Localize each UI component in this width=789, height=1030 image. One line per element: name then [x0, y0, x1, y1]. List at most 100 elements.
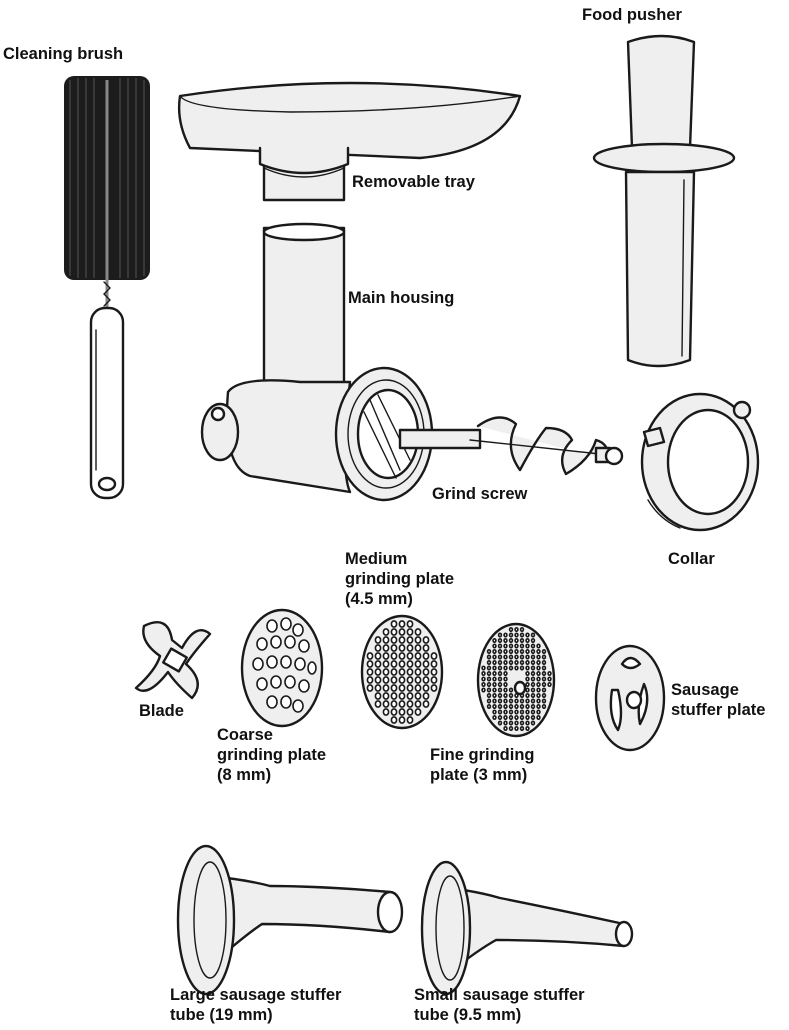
- label-collar: Collar: [668, 550, 715, 568]
- plate-hole: [492, 692, 497, 698]
- plate-hole: [481, 670, 486, 676]
- plate-hole: [503, 725, 508, 731]
- collar-drawing: [640, 392, 760, 532]
- plate-hole: [530, 637, 536, 643]
- plate-hole: [486, 654, 492, 660]
- plate-hole: [514, 703, 519, 709]
- plate-hole: [398, 668, 406, 676]
- plate-hole: [530, 720, 536, 726]
- plate-hole: [541, 692, 547, 698]
- plate-hole: [525, 703, 530, 709]
- plate-hole: [530, 665, 536, 671]
- plate-hole: [497, 632, 503, 638]
- plate-hole: [525, 725, 530, 731]
- plate-hole: [390, 692, 398, 700]
- plate-hole: [492, 648, 497, 654]
- plate-hole: [398, 652, 406, 660]
- housing-hub: [200, 402, 240, 462]
- plate-hole: [514, 632, 519, 638]
- plate-hole: [514, 659, 519, 665]
- plate-hole: [519, 643, 525, 649]
- plate-hole: [492, 659, 497, 665]
- plate-hole: [541, 665, 547, 671]
- label-coarse-line-2: grinding plate: [217, 746, 327, 764]
- label-small-tube-line-2: tube (9.5 mm): [414, 1006, 522, 1024]
- plate-hole: [525, 698, 530, 704]
- plate-hole: [398, 644, 406, 652]
- large-tube-flange: [176, 844, 236, 996]
- plate-hole: [374, 668, 382, 676]
- plate-hole: [536, 654, 541, 660]
- plate-hole: [497, 659, 503, 665]
- plate-hole: [382, 660, 390, 668]
- plate-hole: [406, 684, 414, 692]
- plate-hole: [486, 692, 492, 698]
- small-tube-body: [448, 886, 626, 974]
- plate-hole: [519, 637, 525, 643]
- label-removable-tray: Removable tray: [352, 173, 475, 191]
- plate-hole: [508, 687, 514, 693]
- plate-hole: [519, 665, 525, 671]
- plate-hole: [486, 676, 492, 682]
- sausage-plate-center: [625, 690, 643, 710]
- plate-hole: [525, 687, 530, 693]
- pusher-flange: [592, 142, 736, 174]
- plate-hole: [508, 709, 514, 715]
- plate-hole: [492, 681, 497, 687]
- plate-hole: [525, 632, 530, 638]
- plate-hole: [497, 698, 503, 704]
- plate-hole: [374, 644, 382, 652]
- plate-hole: [547, 676, 552, 682]
- plate-hole: [525, 659, 530, 665]
- plate-hole: [519, 703, 525, 709]
- plate-hole: [530, 681, 536, 687]
- plate-hole: [398, 620, 406, 628]
- plate-hole: [422, 684, 430, 692]
- plate-hole: [481, 687, 486, 693]
- housing-throat: [262, 226, 346, 390]
- plate-hole: [430, 660, 438, 668]
- plate-hole: [390, 636, 398, 644]
- plate-hole: [406, 692, 414, 700]
- plate-hole: [503, 648, 508, 654]
- plate-hole: [390, 644, 398, 652]
- plate-hole: [486, 703, 492, 709]
- plate-hole: [406, 676, 414, 684]
- plate-hole: [530, 692, 536, 698]
- plate-hole: [530, 659, 536, 665]
- screw-flights: [476, 416, 610, 476]
- plate-hole: [497, 643, 503, 649]
- cleaning-brush-drawing: [64, 76, 150, 500]
- plate-hole: [422, 692, 430, 700]
- plate-hole: [374, 660, 382, 668]
- plate-hole: [492, 665, 497, 671]
- plate-hole: [390, 716, 398, 724]
- plate-hole: [525, 637, 530, 643]
- plate-hole: [382, 628, 390, 636]
- plate-hole: [481, 681, 486, 687]
- plate-hole: [492, 637, 497, 643]
- plate-hole: [514, 725, 519, 731]
- plate-hole: [390, 676, 398, 684]
- plate-hole: [492, 654, 497, 660]
- plate-hole: [430, 684, 438, 692]
- plate-hole: [390, 700, 398, 708]
- plate-hole: [519, 714, 525, 720]
- label-medium-line-3: (4.5 mm): [345, 590, 413, 608]
- plate-hole: [508, 643, 514, 649]
- plate-hole: [497, 687, 503, 693]
- plate-hole: [492, 703, 497, 709]
- plate-hole: [525, 665, 530, 671]
- large-tube-body: [208, 874, 392, 968]
- plate-hole: [536, 659, 541, 665]
- plate-hole: [406, 652, 414, 660]
- plate-hole: [414, 668, 422, 676]
- plate-hole: [497, 703, 503, 709]
- plate-hole: [497, 637, 503, 643]
- plate-hole: [374, 692, 382, 700]
- plate-hole: [514, 714, 519, 720]
- plate-hole: [530, 670, 536, 676]
- plate-hole: [541, 654, 547, 660]
- label-medium-grinding-plate: Medium grinding plate (4.5 mm): [345, 549, 454, 609]
- plate-hole: [508, 637, 514, 643]
